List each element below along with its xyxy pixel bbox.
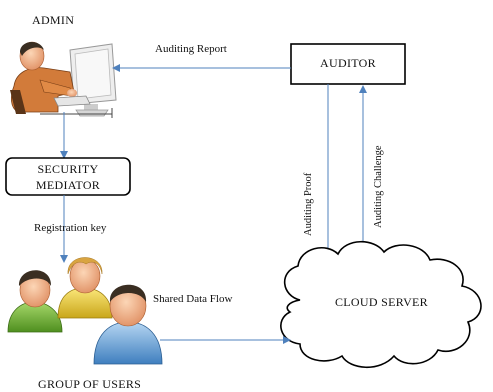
group-of-users-icon: [7, 257, 163, 365]
admin-at-computer-icon: [10, 41, 117, 118]
cloud-server-label: CLOUD SERVER: [335, 295, 428, 309]
auditor-box: [290, 43, 406, 85]
auditing-report-label: Auditing Report: [155, 43, 227, 55]
group-of-users-label: GROUP OF USERS: [38, 377, 141, 391]
registration-key-label: Registration key: [34, 222, 107, 234]
security-mediator-label-line1: SECURITY: [37, 162, 98, 176]
shared-data-flow-label: Shared Data Flow: [153, 293, 232, 305]
auditing-challenge-label: Auditing Challenge: [373, 145, 384, 228]
auditing-proof-label: Auditing Proof: [303, 172, 314, 236]
admin-label: ADMIN: [32, 13, 74, 27]
auditor-label: AUDITOR: [320, 56, 376, 70]
cloud-icon: [280, 240, 482, 368]
security-mediator-label-line2: MEDIATOR: [36, 178, 100, 192]
security-mediator-box: [5, 157, 131, 196]
